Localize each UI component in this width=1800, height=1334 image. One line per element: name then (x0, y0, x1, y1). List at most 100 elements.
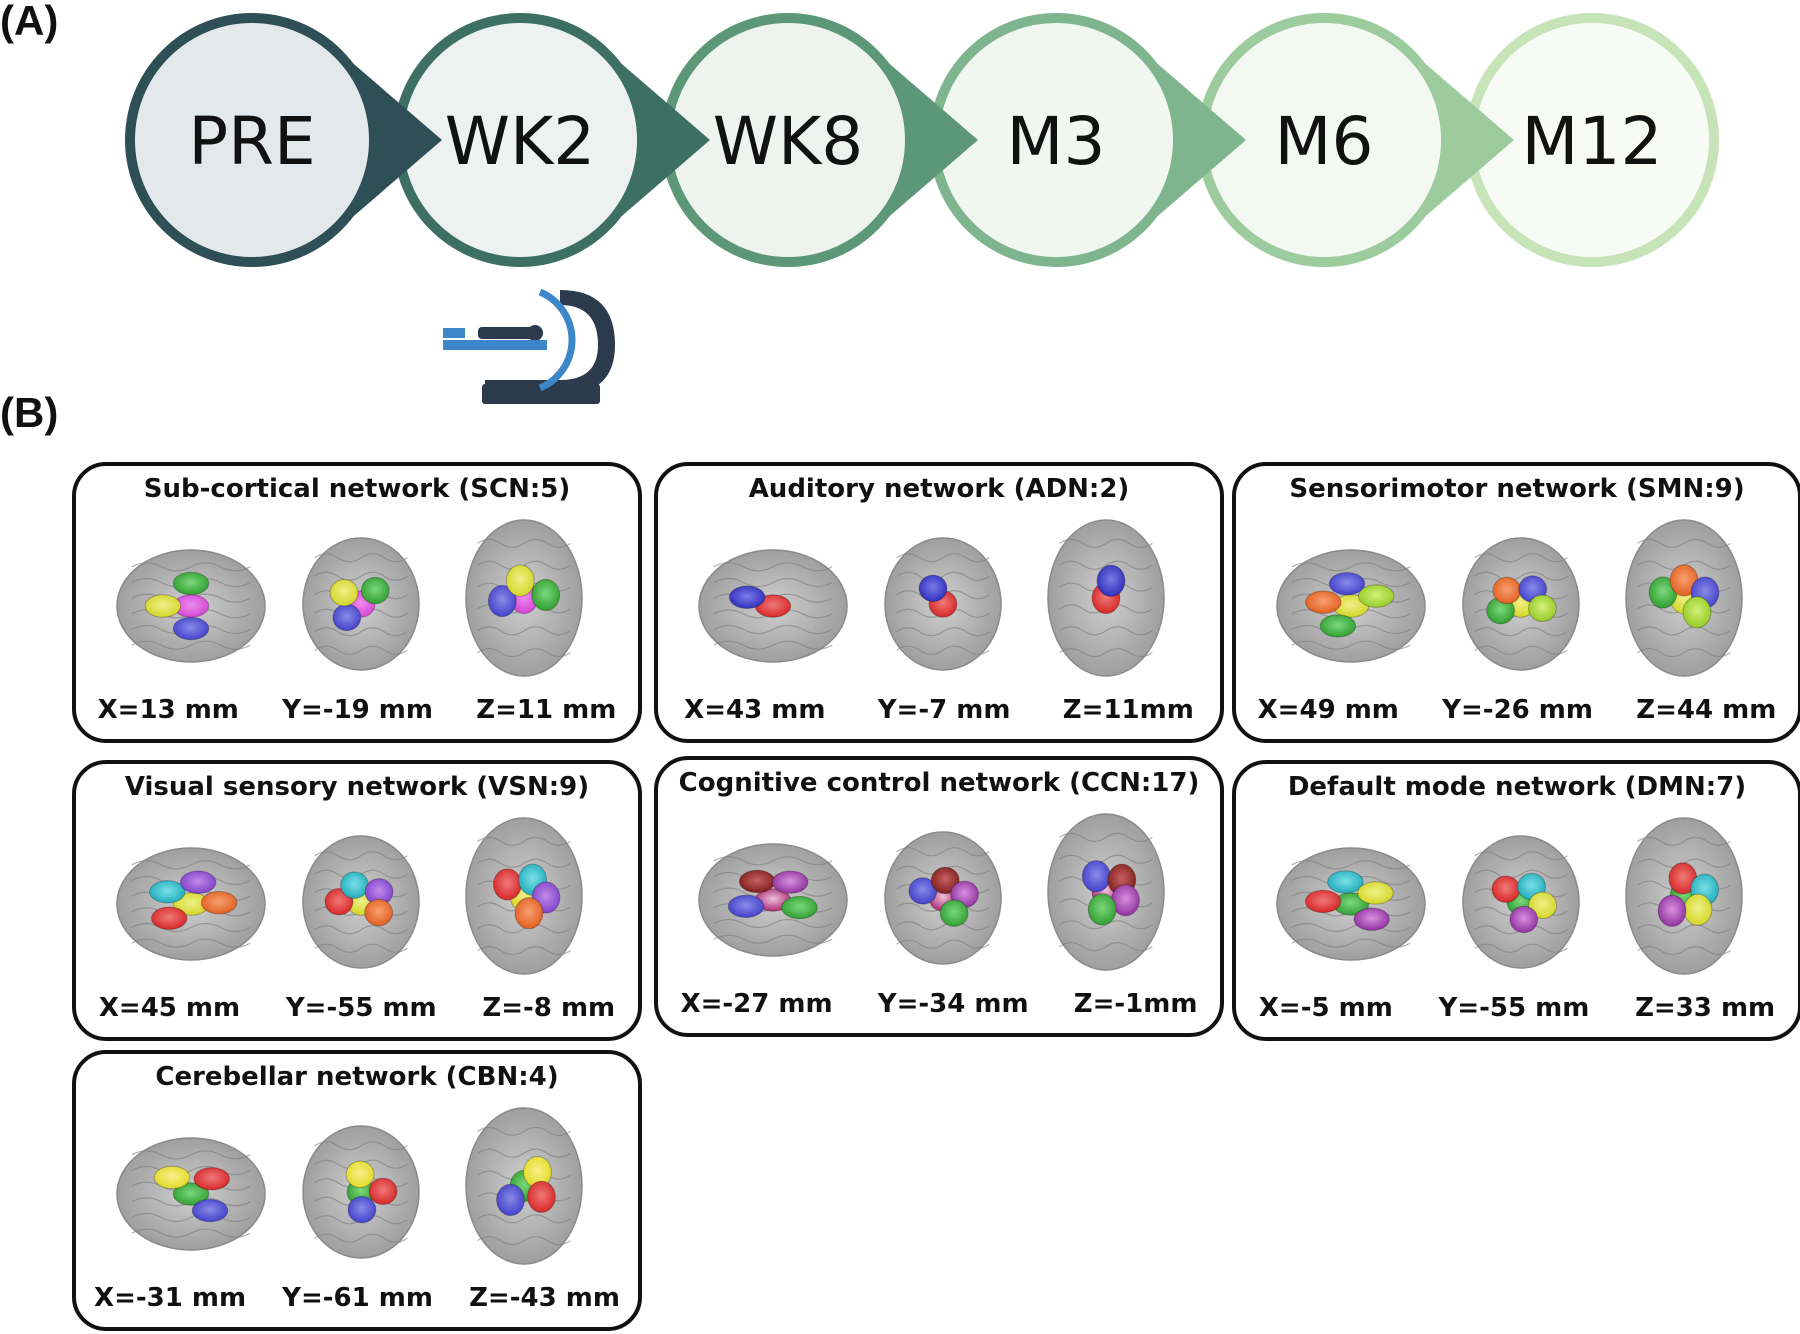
coronal-slice (302, 537, 420, 671)
sagittal-slice (116, 1137, 266, 1251)
network-component-blob (1081, 860, 1111, 893)
network-component-blob (329, 578, 359, 607)
network-component-blob (1657, 894, 1687, 927)
slice-coordinates: X=-31 mm Y=-61 mm Z=-43 mm (76, 1283, 638, 1313)
slice-coordinate-label: Y=-19 mm (282, 695, 433, 725)
brain-slices (116, 817, 583, 975)
network-component-blob (771, 870, 809, 894)
network-component-blob (364, 898, 394, 927)
slice-coordinate-label: Y=-61 mm (282, 1283, 433, 1313)
slice-coordinate-label: Z=44 mm (1636, 695, 1777, 725)
network-component-blob (1357, 881, 1394, 905)
network-component-blob (1492, 576, 1522, 605)
network-component-blob (172, 1182, 210, 1206)
slice-coordinate-label: X=45 mm (98, 993, 241, 1023)
sagittal-slice (698, 549, 848, 663)
slice-coordinate-label: Y=-7 mm (877, 695, 1011, 725)
slice-coordinate-label: Y=-26 mm (1442, 695, 1593, 725)
network-component-blob (1305, 590, 1342, 614)
timeline-step-pre: PRE (125, 13, 442, 267)
network-title: Cognitive control network (CCN:17) (678, 768, 1200, 798)
brain-slices (1276, 817, 1743, 975)
timeline-step-label: WK2 (445, 103, 596, 180)
coronal-slice (1462, 537, 1580, 671)
network-component-blob (1328, 572, 1366, 596)
network-title: Cerebellar network (CBN:4) (155, 1062, 559, 1092)
network-component-blob (1509, 905, 1539, 934)
mri-scanner-icon (443, 288, 615, 404)
slice-coordinate-label: X=-27 mm (680, 989, 833, 1019)
network-title: Sensorimotor network (SMN:9) (1289, 474, 1745, 504)
network-component-blob (172, 616, 210, 641)
slice-coordinate-label: X=-31 mm (94, 1283, 247, 1313)
axial-slice (1047, 813, 1165, 971)
coronal-slice (884, 537, 1002, 671)
slice-coordinate-label: Z=-1mm (1073, 989, 1198, 1019)
network-panel: Cerebellar network (CBN:4) X=-31 mm Y=-61 … (72, 1050, 642, 1331)
timeline-step-m3: M3 (929, 13, 1246, 267)
network-component-blob (728, 585, 766, 609)
timeline-step-label: WK8 (713, 103, 864, 180)
network-component-blob (1327, 870, 1364, 894)
timeline-step-label: M6 (1275, 103, 1374, 180)
network-component-blob (781, 895, 818, 920)
coronal-slice (1462, 835, 1580, 969)
sagittal-slice (1276, 549, 1426, 663)
network-component-blob (487, 584, 517, 618)
timeline-step-wk2: WK2 (393, 13, 710, 267)
slice-coordinate-label: X=49 mm (1257, 695, 1399, 725)
network-title: Visual sensory network (VSN:9) (124, 772, 590, 802)
network-component-blob (193, 1167, 230, 1191)
timeline-step-m6: M6 (1197, 13, 1514, 267)
network-panel: Sensorimotor network (SMN:9) X=49 mm Y=-26… (1232, 462, 1800, 743)
network-title: Sub-cortical network (SCN:5) (143, 474, 571, 504)
network-component-blob (527, 1180, 556, 1213)
network-component-blob (514, 897, 544, 930)
network-component-blob (200, 891, 238, 915)
timeline-step-label: PRE (188, 103, 315, 180)
slice-coordinate-label: Z=-8 mm (482, 993, 616, 1023)
network-component-blob (332, 603, 362, 632)
network-component-blob (150, 906, 188, 930)
coronal-slice (884, 831, 1002, 965)
network-component-blob (172, 571, 210, 596)
network-component-blob (345, 1160, 375, 1189)
brain-slices (698, 813, 1165, 971)
coronal-slice (302, 1125, 420, 1259)
network-component-blob (368, 1177, 398, 1205)
network-component-blob (1096, 564, 1126, 597)
axial-slice (1047, 519, 1165, 677)
network-component-blob (738, 869, 776, 894)
timeline-step-wk8: WK8 (661, 13, 978, 267)
axial-slice (465, 817, 583, 975)
network-component-blob (191, 1198, 229, 1223)
brain-slices (116, 519, 583, 677)
sagittal-slice (116, 549, 266, 663)
slice-coordinate-label: Z=-43 mm (469, 1283, 620, 1313)
network-component-blob (1087, 893, 1117, 926)
network-component-blob (727, 894, 765, 919)
network-component-blob (1527, 594, 1557, 622)
brain-slices (1276, 519, 1743, 677)
brain-slices (116, 1107, 583, 1265)
timeline-step-label: M3 (1007, 103, 1106, 180)
sagittal-slice (1276, 847, 1426, 961)
slice-coordinate-label: X=-5 mm (1258, 993, 1393, 1023)
network-component-blob (1357, 584, 1395, 608)
network-component-blob (1491, 875, 1521, 903)
network-component-blob (149, 880, 186, 904)
network-panel: Cognitive control network (CCN:17) X=-27 … (654, 756, 1224, 1037)
slice-coordinate-label: Z=33 mm (1635, 993, 1776, 1023)
slice-coordinate-label: Z=11 mm (476, 695, 617, 725)
network-component-blob (930, 866, 960, 895)
axial-slice (1625, 817, 1743, 975)
brain-slices (698, 519, 1165, 677)
network-component-blob (1319, 614, 1357, 638)
network-component-blob (505, 564, 535, 597)
axial-slice (1625, 519, 1743, 677)
network-component-blob (1304, 889, 1342, 914)
